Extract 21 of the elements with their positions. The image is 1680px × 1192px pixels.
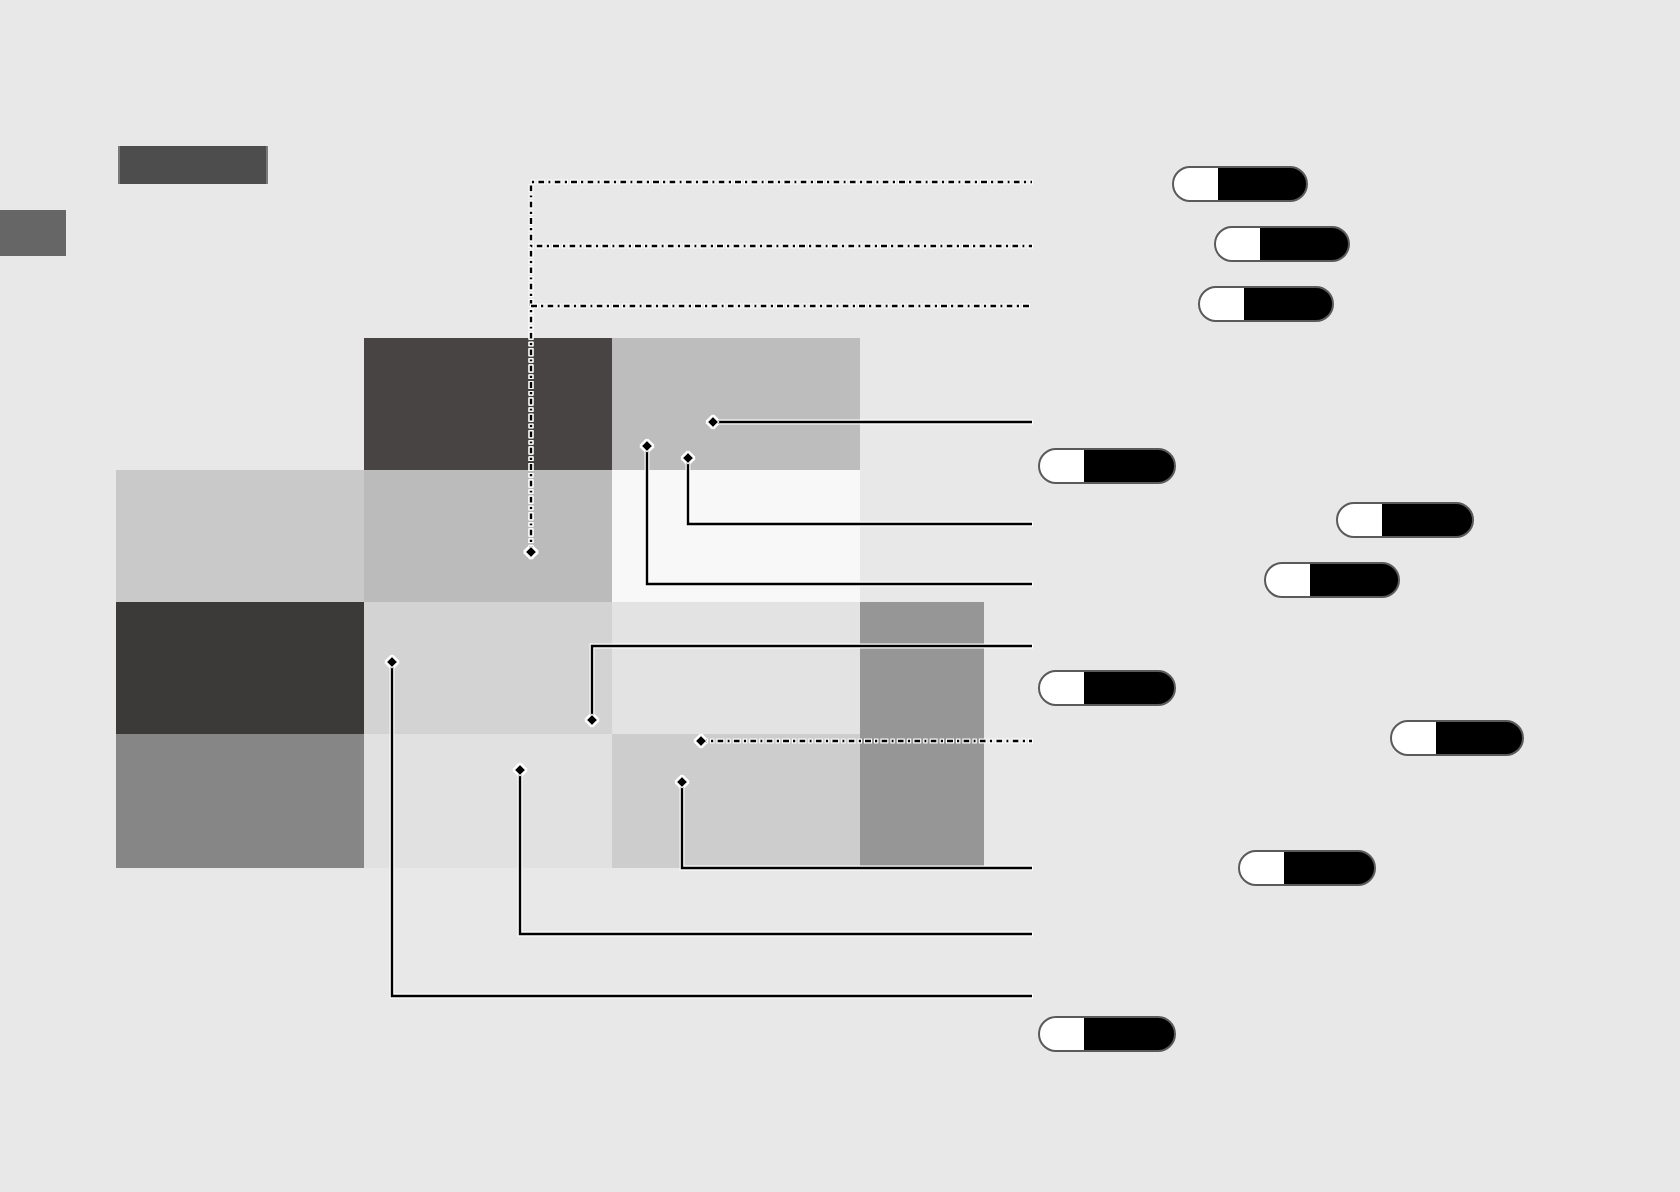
shaded-region xyxy=(612,734,860,868)
leader-line xyxy=(675,775,1032,870)
leader-line xyxy=(513,763,1032,936)
shaded-region xyxy=(612,470,860,602)
shaded-region xyxy=(364,338,612,470)
leader-line xyxy=(585,644,1032,727)
leader-line xyxy=(385,655,1032,998)
shaded-region xyxy=(612,338,860,470)
shaded-region xyxy=(116,734,364,868)
leader-line xyxy=(706,415,1032,429)
leader-line xyxy=(681,451,1032,526)
shaded-region xyxy=(860,602,984,868)
shaded-region xyxy=(116,470,364,602)
leader-line xyxy=(640,439,1032,586)
shaded-region xyxy=(612,602,860,734)
leader-line xyxy=(694,734,1032,748)
shaded-region xyxy=(364,602,612,734)
leader-line xyxy=(524,304,1032,559)
shaded-region xyxy=(364,470,612,602)
shaded-region xyxy=(364,734,612,868)
shaded-region xyxy=(116,602,364,734)
